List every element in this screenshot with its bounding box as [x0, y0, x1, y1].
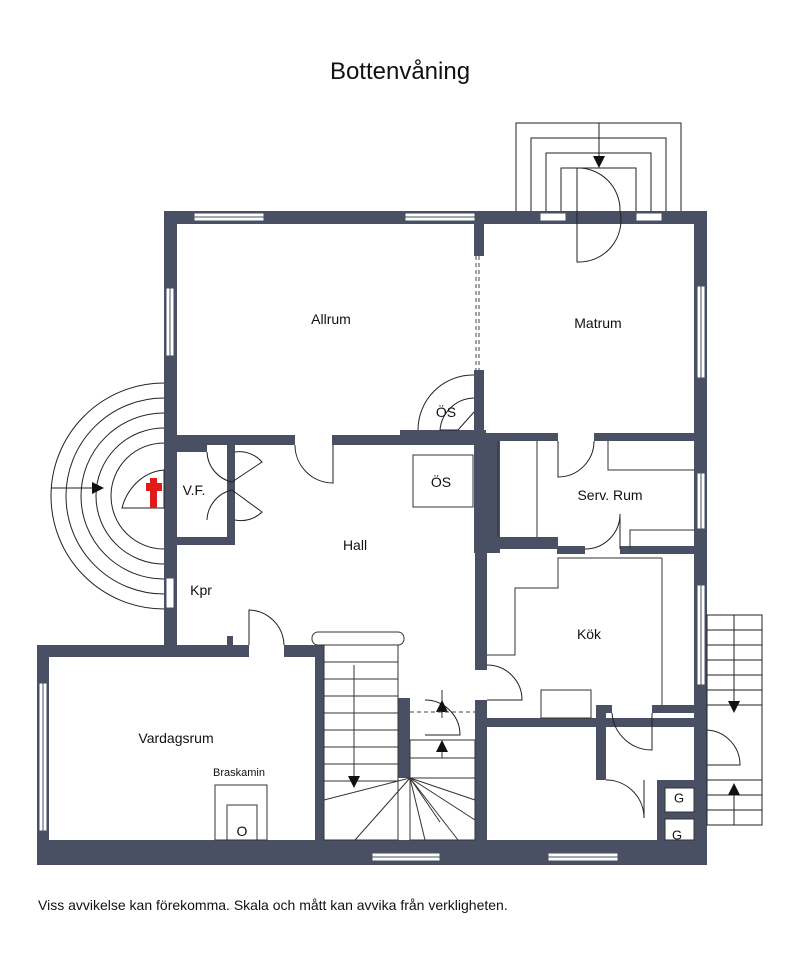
doors: [206, 374, 653, 819]
room-label-kpr: Kpr: [190, 582, 212, 598]
side-entrance-steps: [706, 614, 763, 826]
room-label-kok: Kök: [576, 626, 602, 642]
wall-vardagsrum-right: [315, 645, 324, 865]
staircase: [311, 631, 476, 841]
room-label-garderob-1: G: [673, 790, 685, 806]
label-braskamin: Braskamin: [213, 767, 265, 779]
room-label-hall: Hall: [342, 537, 368, 553]
disclaimer-text: Viss avvikelse kan förekomma. Skala och …: [38, 897, 508, 913]
room-label-vf: V.F.: [182, 482, 206, 498]
page-title: Bottenvåning: [329, 58, 471, 85]
rear-entrance-steps: [515, 122, 682, 263]
room-label-matrum: Matrum: [574, 315, 622, 331]
red-cross-icon: [146, 478, 162, 508]
fireplace-symbol: O: [236, 823, 248, 839]
room-label-serv-rum: Serv. Rum: [577, 487, 643, 503]
wall-vardagsrum-top-right: [284, 645, 324, 657]
room-label-os-upper: ÖS: [435, 404, 457, 420]
room-label-garderob-2: G: [671, 827, 683, 843]
room-label-allrum: Allrum: [311, 311, 351, 327]
windows: [38, 212, 706, 862]
room-label-os-hall: ÖS: [430, 474, 452, 490]
fireplace: [214, 784, 268, 841]
wall-vardagsrum-top: [37, 645, 249, 657]
entrance-steps: [50, 382, 165, 610]
room-label-vardagsrum: Vardagsrum: [138, 730, 214, 746]
